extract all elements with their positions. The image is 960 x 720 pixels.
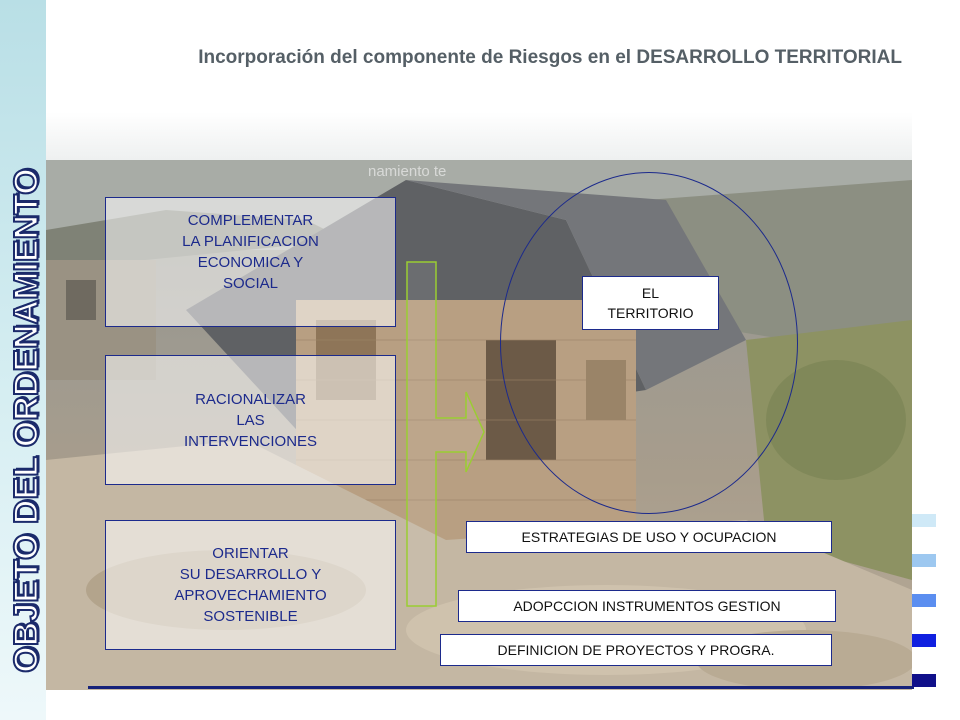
box-racionalizar-label: RACIONALIZAR LAS INTERVENCIONES — [183, 390, 318, 450]
label-estrategias: ESTRATEGIAS DE USO Y OCUPACION — [466, 521, 832, 553]
label-definicion: DEFINICION DE PROYECTOS Y PROGRA. — [440, 634, 832, 666]
color-step-1 — [912, 514, 936, 527]
slide-title: Incorporación del componente de Riesgos … — [198, 47, 902, 68]
bottom-rule — [88, 686, 914, 689]
color-step-3 — [912, 594, 936, 607]
color-step-2 — [912, 554, 936, 567]
territory-ellipse — [500, 172, 798, 514]
label-adopccion: ADOPCCION INSTRUMENTOS GESTION — [458, 590, 836, 622]
vertical-section-title: OBJETO DEL ORDENAMIENTO — [0, 0, 50, 720]
left-accent-bar — [0, 0, 46, 720]
box-racionalizar: RACIONALIZAR LAS INTERVENCIONES — [105, 355, 396, 485]
box-complementar: COMPLEMENTAR LA PLANIFICACION ECONOMICA … — [105, 197, 396, 327]
box-complementar-label: COMPLEMENTAR LA PLANIFICACION ECONOMICA … — [182, 212, 319, 292]
vertical-title-text: OBJETO DEL ORDENAMIENTO — [7, 167, 47, 673]
color-step-5 — [912, 674, 936, 687]
color-step-4 — [912, 634, 936, 647]
box-orientar: ORIENTAR SU DESARROLLO Y APROVECHAMIENTO… — [105, 520, 396, 650]
ghost-overlay-text: namiento te — [368, 163, 447, 180]
box-orientar-label: ORIENTAR SU DESARROLLO Y APROVECHAMIENTO… — [174, 545, 327, 625]
territorio-label: EL TERRITORIO — [582, 276, 719, 330]
header-area — [46, 0, 912, 160]
